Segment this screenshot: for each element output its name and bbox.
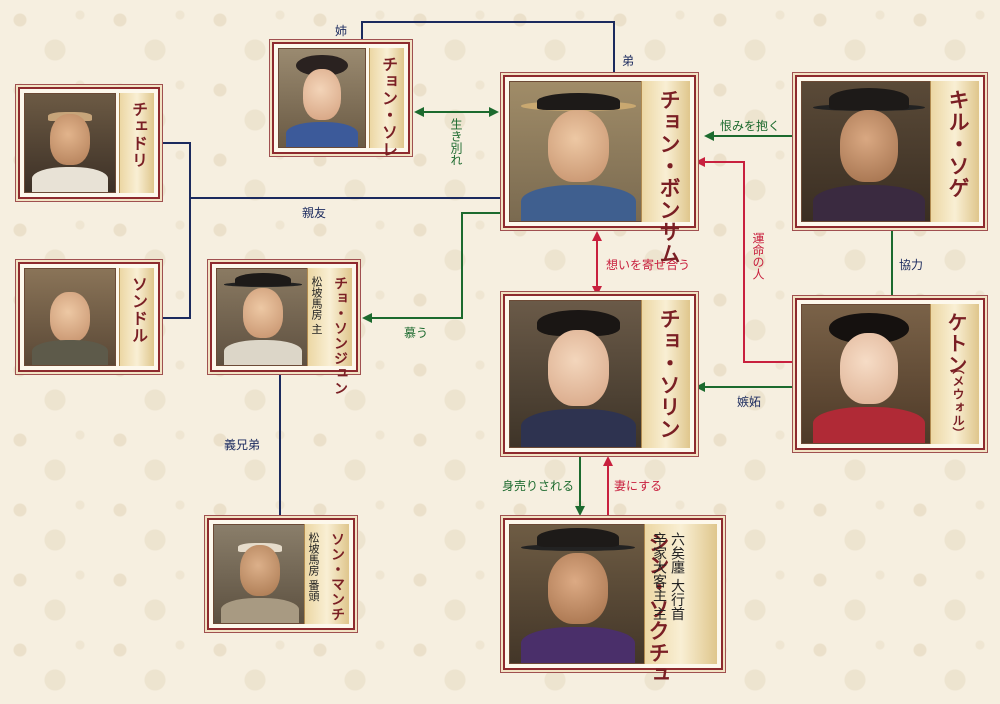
- portrait-chedori: [24, 93, 116, 193]
- character-card-jongbonsam[interactable]: チョン・ボンサム: [503, 75, 696, 265]
- label-tsuma: 妻にする: [614, 479, 663, 493]
- role-jososinjun: 松坡馬房 主: [310, 276, 323, 335]
- name-plate-jongsore: チョン・ソレ: [369, 48, 404, 158]
- character-card-jongsore[interactable]: チョン・ソレ: [272, 42, 410, 158]
- role1-sinsokuchu: 六矣廛 大行首: [669, 532, 685, 621]
- portrait-sondoru: [24, 268, 116, 366]
- character-card-sonmanchi[interactable]: ソン・マンチ 松坡馬房 番頭: [207, 518, 355, 630]
- name-plate-sinsokuchu: シン・ソクチュ 六矣廛 大行首 辛家大客主 主: [644, 524, 717, 686]
- label-gikeitei: 義兄弟: [224, 438, 261, 452]
- portrait-sinsokuchu: [509, 524, 647, 664]
- name-plate-kirusoge: キル・ソゲ: [930, 81, 979, 222]
- name-sinsokuchu: シン・ソクチュ: [646, 532, 670, 686]
- name-sonmanchi: ソン・マンチ: [329, 532, 345, 622]
- name-keton: ケトン: [944, 312, 968, 375]
- label-shitto: 嫉妬: [737, 395, 762, 409]
- name-chedori: チェドリ: [129, 101, 148, 169]
- name-plate-jongbonsam: チョン・ボンサム: [641, 81, 690, 265]
- portrait-jososorin: [509, 300, 648, 448]
- label-omoi: 想いを寄せ合う: [606, 258, 691, 272]
- character-card-kirusoge[interactable]: キル・ソゲ: [795, 75, 985, 228]
- character-card-keton[interactable]: ケトン （メウォル）: [795, 298, 985, 450]
- subname-keton: （メウォル）: [951, 362, 965, 440]
- label-ane: 姉: [335, 24, 348, 38]
- name-jososinjun: チョ・ソンジュン: [332, 276, 348, 396]
- character-card-jososorin[interactable]: チョ・ソリン: [503, 294, 696, 454]
- line-chedori-friend: [160, 142, 191, 319]
- arrow-unmei: [695, 157, 795, 363]
- arrow-shitau: [362, 212, 503, 323]
- label-ikiwakare: 生き別れ: [449, 118, 463, 166]
- portrait-jososinjun: [216, 268, 310, 366]
- name-plate-sondoru: ソンドル: [119, 268, 154, 366]
- portrait-keton: [801, 304, 937, 444]
- label-kyouryoku: 協力: [899, 258, 924, 272]
- character-card-jososinjun[interactable]: チョ・ソンジュン 松坡馬房 主: [210, 262, 358, 396]
- name-sondoru: ソンドル: [129, 276, 148, 344]
- name-jongsore: チョン・ソレ: [379, 56, 398, 158]
- name-jongbonsam: チョン・ボンサム: [657, 89, 681, 265]
- name-jososorin: チョ・ソリン: [657, 308, 681, 440]
- name-kirusoge: キル・ソゲ: [946, 89, 970, 199]
- name-plate-jososorin: チョ・ソリン: [641, 300, 690, 448]
- name-plate-keton: ケトン （メウォル）: [930, 304, 979, 444]
- name-plate-jososinjun: チョ・ソンジュン 松坡馬房 主: [307, 268, 352, 396]
- label-shitau: 慕う: [404, 326, 429, 340]
- label-shinyuu: 親友: [302, 206, 327, 220]
- character-card-sinsokuchu[interactable]: シン・ソクチュ 六矣廛 大行首 辛家大客主 主: [503, 518, 723, 686]
- label-unmei: 運命の人: [751, 232, 765, 280]
- role2-sinsokuchu: 辛家大客主 主: [651, 532, 667, 621]
- portrait-jongsore: [278, 48, 366, 148]
- portrait-kirusoge: [801, 81, 937, 222]
- name-plate-sonmanchi: ソン・マンチ 松坡馬房 番頭: [304, 524, 349, 624]
- label-otouto: 弟: [622, 54, 635, 68]
- label-urami: 恨みを抱く: [720, 119, 781, 133]
- character-card-sondoru[interactable]: ソンドル: [18, 262, 160, 372]
- role-sonmanchi: 松坡馬房 番頭: [307, 532, 320, 602]
- character-card-chedori[interactable]: チェドリ: [18, 87, 160, 199]
- portrait-sonmanchi: [213, 524, 307, 624]
- portrait-jongbonsam: [509, 81, 648, 222]
- name-plate-chedori: チェドリ: [119, 93, 154, 193]
- label-miuri: 身売りされる: [502, 479, 575, 493]
